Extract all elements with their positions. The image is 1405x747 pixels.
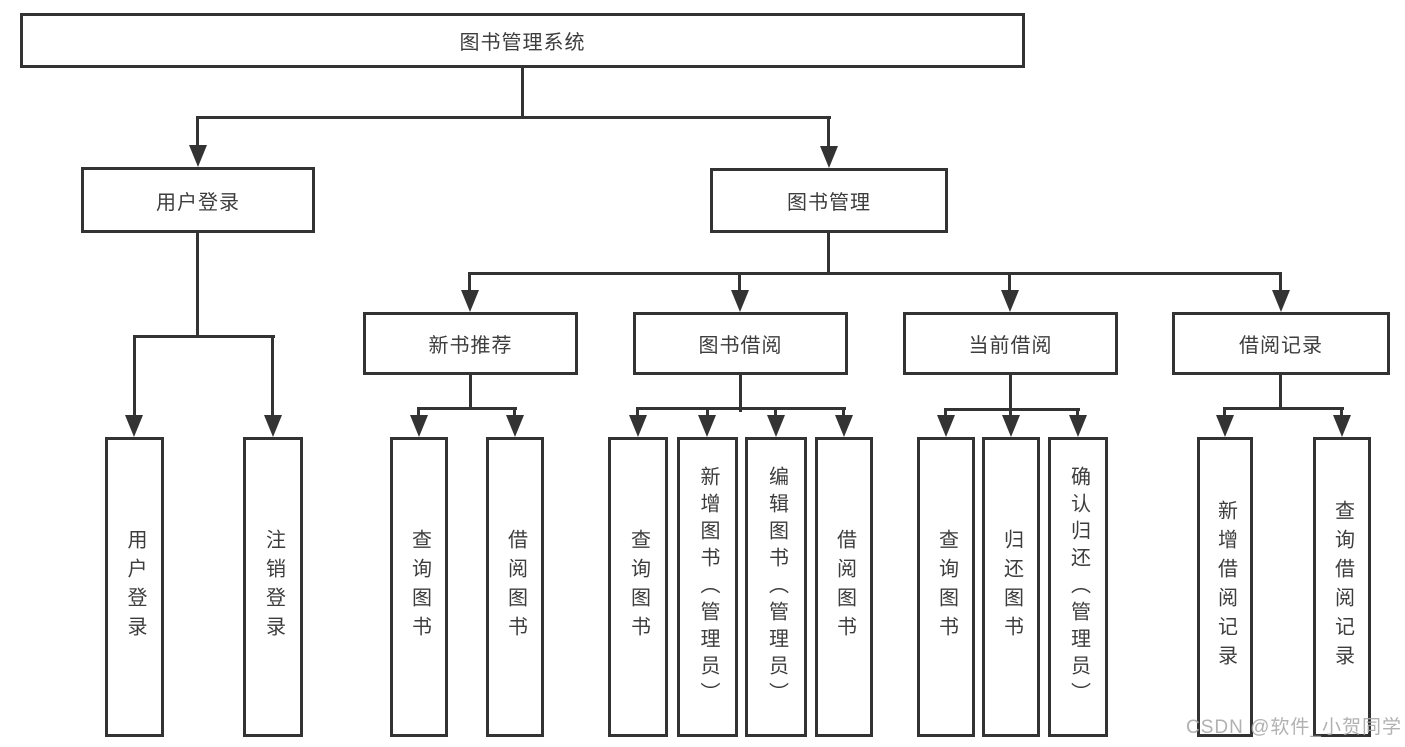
edge-user-login-rail <box>133 335 275 338</box>
edge-root-rail <box>196 116 831 119</box>
node-label: 图书借阅 <box>698 335 783 357</box>
arrow-down-icon <box>1002 415 1020 437</box>
edge-drop <box>636 407 639 419</box>
edge-book-management-rail <box>468 272 1282 275</box>
edge-drop <box>1223 407 1226 419</box>
node-label: 归还图书 <box>1000 529 1023 645</box>
edge-drop-borrow-records <box>1279 272 1282 294</box>
node-book-borrow: 图书借阅 <box>633 312 848 375</box>
node-label: 查询图书 <box>627 529 650 645</box>
node-user-login: 用户登录 <box>81 167 315 233</box>
node-library-management-system: 图书管理系统 <box>20 13 1025 68</box>
edge-drop-logout <box>271 335 274 417</box>
node-leaf-logout: 注销登录 <box>243 437 303 737</box>
node-label: 用户登录 <box>124 529 146 645</box>
node-leaf-query-borrow-record: 查询借阅记录 <box>1313 437 1371 737</box>
node-label: 新书推荐 <box>428 335 513 357</box>
node-label: 图书管理 <box>787 192 871 214</box>
edge-drop <box>774 407 777 419</box>
arrow-down-icon <box>820 146 838 168</box>
node-leaf-confirm-return-admin: 确认归还（管理员） <box>1048 437 1108 737</box>
node-label: 借阅图书 <box>833 529 856 645</box>
node-leaf-borrow-book-1: 借阅图书 <box>486 437 544 737</box>
node-leaf-user-login: 用户登录 <box>105 437 164 737</box>
edge-new-book-rail <box>417 407 517 410</box>
edge-new-book-stem <box>469 372 472 410</box>
edge-borrow-records-rail <box>1223 407 1344 410</box>
arrow-down-icon <box>461 290 479 312</box>
edge-book-management-stem <box>827 230 830 275</box>
node-leaf-query-book-1: 查询图书 <box>390 437 448 737</box>
edge-drop <box>1009 408 1012 419</box>
node-leaf-return-book: 归还图书 <box>982 437 1040 737</box>
arrow-down-icon <box>1272 290 1290 312</box>
edge-drop <box>842 407 845 419</box>
arrow-down-icon <box>835 415 853 437</box>
node-label: 新增借阅记录 <box>1214 500 1237 674</box>
arrow-down-icon <box>731 290 749 312</box>
node-leaf-borrow-book-2: 借阅图书 <box>815 437 873 737</box>
node-book-management: 图书管理 <box>710 168 948 233</box>
node-label: 图书管理系统 <box>459 32 586 54</box>
node-label: 查询图书 <box>408 529 431 645</box>
node-label: 新增图书（管理员） <box>697 465 719 709</box>
edge-root-stem <box>521 66 524 119</box>
node-label: 用户登录 <box>156 191 240 214</box>
node-label: 当前借阅 <box>968 335 1053 357</box>
arrow-down-icon <box>629 415 647 437</box>
arrow-down-icon <box>125 415 143 437</box>
edge-drop <box>1340 407 1343 419</box>
arrow-down-icon <box>264 415 282 437</box>
arrow-down-icon <box>1001 290 1019 312</box>
arrow-down-icon <box>506 415 524 437</box>
edge-drop <box>944 408 947 419</box>
arrow-down-icon <box>189 145 207 167</box>
node-label: 借阅记录 <box>1239 335 1323 357</box>
edge-drop-book-management <box>827 116 830 148</box>
arrow-down-icon <box>1333 415 1351 437</box>
arrow-down-icon <box>1216 415 1234 437</box>
arrow-down-icon <box>410 415 428 437</box>
node-leaf-query-book-2: 查询图书 <box>608 437 668 737</box>
node-leaf-edit-book-admin: 编辑图书（管理员） <box>745 437 807 737</box>
arrow-down-icon <box>698 415 716 437</box>
edge-borrow-records-stem <box>1279 372 1282 410</box>
node-current-borrow: 当前借阅 <box>903 312 1118 375</box>
edge-drop-login <box>133 335 136 417</box>
edge-user-login-stem <box>196 230 199 337</box>
arrow-down-icon <box>1069 415 1087 437</box>
node-leaf-add-borrow-record: 新增借阅记录 <box>1197 437 1253 737</box>
node-label: 注销登录 <box>262 529 285 645</box>
node-label: 查询借阅记录 <box>1331 500 1354 674</box>
node-label: 查询图书 <box>935 529 958 645</box>
edge-current-borrow-rail <box>944 408 1080 411</box>
edge-drop <box>513 407 516 419</box>
node-new-book-recommend: 新书推荐 <box>363 312 578 375</box>
edge-drop-book-borrow <box>738 272 741 294</box>
edge-drop <box>417 407 420 419</box>
edge-drop <box>706 407 709 419</box>
edge-drop <box>1076 408 1079 419</box>
edge-drop-current-borrow <box>1008 272 1011 294</box>
edge-drop-user-login <box>196 116 199 148</box>
edge-drop-new-book <box>468 272 471 294</box>
node-leaf-add-book-admin: 新增图书（管理员） <box>677 437 738 737</box>
edge-book-borrow-stem <box>739 372 742 412</box>
node-label: 借阅图书 <box>504 529 527 645</box>
node-borrow-records: 借阅记录 <box>1172 312 1390 375</box>
node-leaf-query-book-3: 查询图书 <box>917 437 975 737</box>
edge-book-borrow-rail <box>636 407 846 410</box>
watermark-text: CSDN @软件_小贺同学 <box>1186 717 1402 738</box>
arrow-down-icon <box>937 415 955 437</box>
arrow-down-icon <box>767 415 785 437</box>
node-label: 确认归还（管理员） <box>1067 465 1090 709</box>
edge-current-borrow-stem <box>1009 372 1012 413</box>
node-label: 编辑图书（管理员） <box>765 465 788 709</box>
